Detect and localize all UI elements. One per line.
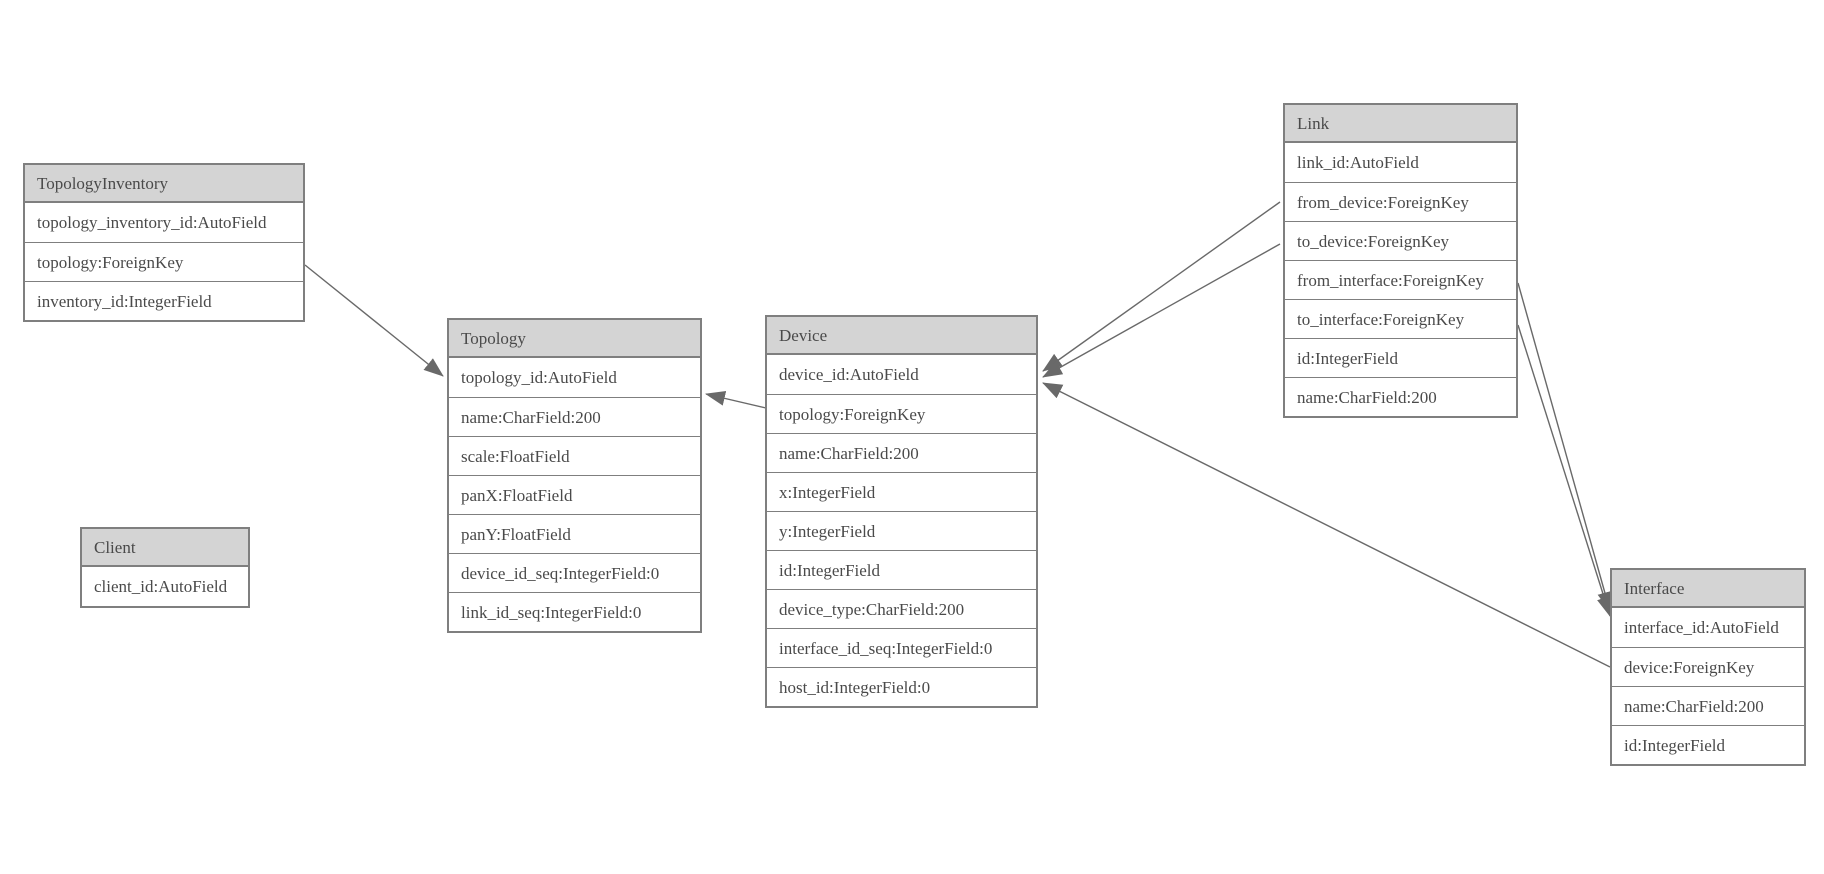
edge-link-from_interface-to-interface bbox=[1517, 282, 1613, 612]
entity-field-device-3: x:IntegerField bbox=[767, 472, 1036, 511]
entity-field-interface-1: device:ForeignKey bbox=[1612, 647, 1804, 686]
entity-field-topology-inventory-1: topology:ForeignKey bbox=[25, 242, 303, 281]
entity-field-link-0: link_id:AutoField bbox=[1285, 143, 1516, 182]
entity-field-interface-3: id:IntegerField bbox=[1612, 725, 1804, 764]
entity-field-device-2: name:CharField:200 bbox=[767, 433, 1036, 472]
entity-field-link-5: id:IntegerField bbox=[1285, 338, 1516, 377]
entity-title-topology-inventory: TopologyInventory bbox=[25, 165, 303, 203]
entity-field-client-0: client_id:AutoField bbox=[82, 567, 248, 606]
entity-field-device-6: device_type:CharField:200 bbox=[767, 589, 1036, 628]
entity-field-interface-0: interface_id:AutoField bbox=[1612, 608, 1804, 647]
entity-field-device-1: topology:ForeignKey bbox=[767, 394, 1036, 433]
entity-field-topology-2: scale:FloatField bbox=[449, 436, 700, 475]
entity-title-topology: Topology bbox=[449, 320, 700, 358]
entity-field-device-4: y:IntegerField bbox=[767, 511, 1036, 550]
entity-title-device: Device bbox=[767, 317, 1036, 355]
edge-link-from_device-to-device bbox=[1042, 201, 1281, 372]
entity-field-link-1: from_device:ForeignKey bbox=[1285, 182, 1516, 221]
edge-interface-device-to-device bbox=[1042, 382, 1611, 668]
entity-field-interface-2: name:CharField:200 bbox=[1612, 686, 1804, 725]
entity-field-topology-inventory-2: inventory_id:IntegerField bbox=[25, 281, 303, 320]
entity-field-topology-inventory-0: topology_inventory_id:AutoField bbox=[25, 203, 303, 242]
entity-title-interface: Interface bbox=[1612, 570, 1804, 608]
entity-field-topology-4: panY:FloatField bbox=[449, 514, 700, 553]
entity-field-device-7: interface_id_seq:IntegerField:0 bbox=[767, 628, 1036, 667]
entity-field-device-8: host_id:IntegerField:0 bbox=[767, 667, 1036, 706]
entity-field-topology-0: topology_id:AutoField bbox=[449, 358, 700, 397]
entity-title-client: Client bbox=[82, 529, 248, 567]
entity-field-topology-1: name:CharField:200 bbox=[449, 397, 700, 436]
edge-topologyinventory-topology-to-topology bbox=[304, 264, 444, 377]
entity-field-link-3: from_interface:ForeignKey bbox=[1285, 260, 1516, 299]
entity-field-link-6: name:CharField:200 bbox=[1285, 377, 1516, 416]
entity-field-link-4: to_interface:ForeignKey bbox=[1285, 299, 1516, 338]
edge-device-topology-to-topology bbox=[705, 391, 767, 409]
edge-link-to_device-to-device bbox=[1042, 243, 1281, 378]
entity-field-device-0: device_id:AutoField bbox=[767, 355, 1036, 394]
entity-field-topology-6: link_id_seq:IntegerField:0 bbox=[449, 592, 700, 631]
entity-title-link: Link bbox=[1285, 105, 1516, 143]
entity-field-link-2: to_device:ForeignKey bbox=[1285, 221, 1516, 260]
entity-field-topology-5: device_id_seq:IntegerField:0 bbox=[449, 553, 700, 592]
entity-field-topology-3: panX:FloatField bbox=[449, 475, 700, 514]
entity-field-device-5: id:IntegerField bbox=[767, 550, 1036, 589]
edge-link-to_interface-to-interface bbox=[1517, 324, 1612, 617]
